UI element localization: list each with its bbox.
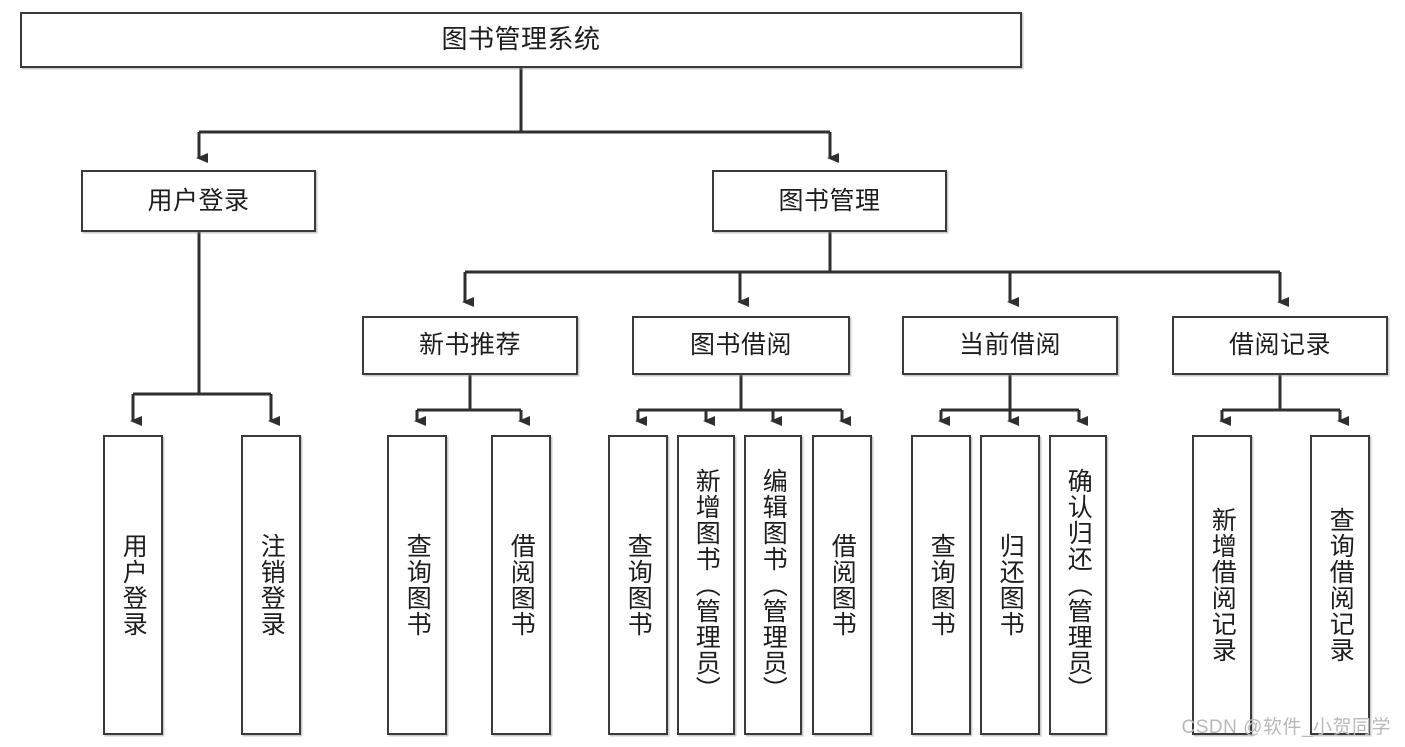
leaf-return-book[interactable]: 归还图书: [980, 435, 1040, 735]
leaf-query-book-2-label: 查询图书: [624, 533, 653, 637]
leaf-query-book-3[interactable]: 查询图书: [911, 435, 971, 735]
node-book-management-label: 图书管理: [778, 186, 881, 215]
leaf-query-record[interactable]: 查询借阅记录: [1310, 435, 1370, 735]
node-borrow-record[interactable]: 借阅记录: [1172, 316, 1388, 375]
leaf-borrow-book-1[interactable]: 借阅图书: [491, 435, 551, 735]
leaf-confirm-return[interactable]: 确认归还（管理员）: [1049, 435, 1107, 735]
leaf-edit-book-label: 编辑图书（管理员）: [759, 468, 788, 702]
leaf-logout-login[interactable]: 注销登录: [241, 435, 301, 735]
leaf-query-book-1[interactable]: 查询图书: [387, 435, 447, 735]
node-current-borrow[interactable]: 当前借阅: [902, 316, 1118, 375]
leaf-query-record-label: 查询借阅记录: [1326, 507, 1355, 663]
leaf-confirm-return-label: 确认归还（管理员）: [1064, 468, 1093, 702]
node-user-login-label: 用户登录: [147, 186, 250, 215]
node-book-management[interactable]: 图书管理: [712, 170, 947, 232]
leaf-query-book-2[interactable]: 查询图书: [608, 435, 668, 735]
leaf-add-book[interactable]: 新增图书（管理员）: [677, 435, 735, 735]
leaf-borrow-book-1-label: 借阅图书: [507, 533, 536, 637]
leaf-borrow-book-2-label: 借阅图书: [828, 533, 857, 637]
node-new-book-recommend-label: 新书推荐: [418, 331, 521, 360]
leaf-query-book-1-label: 查询图书: [403, 533, 432, 637]
node-book-borrow[interactable]: 图书借阅: [632, 316, 850, 375]
node-user-login[interactable]: 用户登录: [81, 170, 316, 232]
node-borrow-record-label: 借阅记录: [1228, 331, 1331, 360]
node-current-borrow-label: 当前借阅: [958, 331, 1061, 360]
leaf-query-book-3-label: 查询图书: [927, 533, 956, 637]
leaf-user-login-label: 用户登录: [119, 533, 148, 637]
leaf-add-record[interactable]: 新增借阅记录: [1192, 435, 1252, 735]
leaf-logout-login-label: 注销登录: [257, 533, 286, 637]
watermark: CSDN @软件_小贺同学: [1181, 717, 1391, 738]
leaf-add-book-label: 新增图书（管理员）: [692, 468, 721, 702]
node-book-borrow-label: 图书借阅: [689, 331, 792, 360]
leaf-add-record-label: 新增借阅记录: [1208, 507, 1237, 663]
node-root[interactable]: 图书管理系统: [20, 12, 1022, 68]
node-new-book-recommend[interactable]: 新书推荐: [362, 316, 578, 375]
leaf-user-login[interactable]: 用户登录: [103, 435, 163, 735]
leaf-return-book-label: 归还图书: [996, 533, 1025, 637]
node-root-label: 图书管理系统: [441, 24, 601, 55]
leaf-edit-book[interactable]: 编辑图书（管理员）: [744, 435, 802, 735]
leaf-borrow-book-2[interactable]: 借阅图书: [812, 435, 872, 735]
